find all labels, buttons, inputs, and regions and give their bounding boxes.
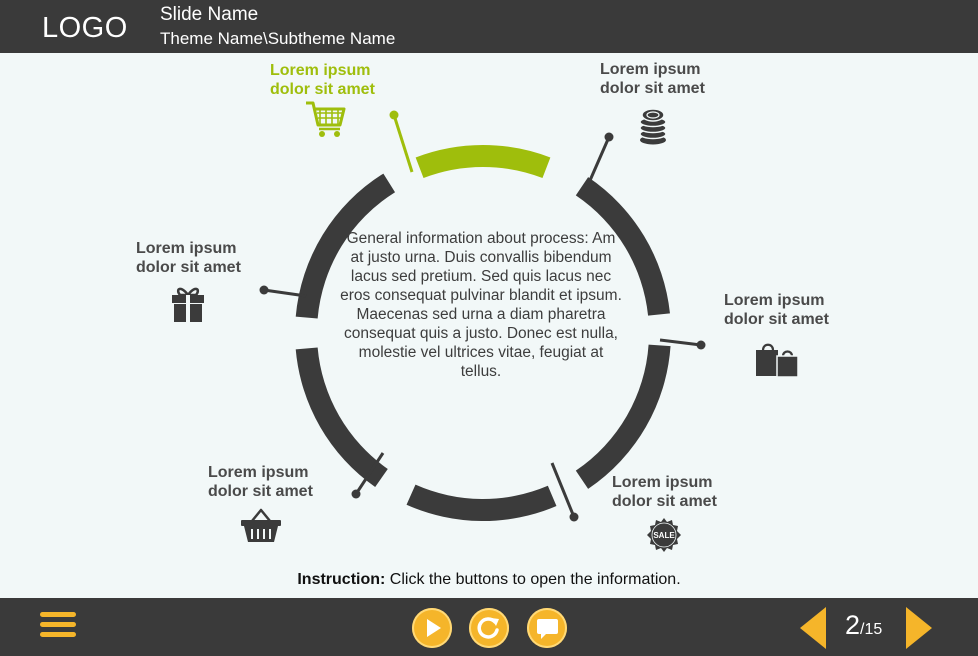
item-label-cart[interactable]: Lorem ipsum dolor sit amet <box>270 61 375 99</box>
cycle-segment-bags[interactable] <box>575 344 671 489</box>
connector-line-cart <box>392 114 414 173</box>
hamburger-menu-icon[interactable] <box>40 612 76 642</box>
logo: LOGO <box>42 12 128 44</box>
play-button[interactable] <box>412 608 452 648</box>
item-label-line2: dolor sit amet <box>270 81 375 98</box>
instruction-text: Instruction: Click the buttons to open t… <box>0 571 978 589</box>
item-label-line1: Lorem ipsum <box>612 474 713 491</box>
item-label-line2: dolor sit amet <box>136 259 241 276</box>
arrow-right-icon <box>906 607 932 649</box>
item-label-line2: dolor sit amet <box>612 493 717 510</box>
gift-icon[interactable] <box>171 285 205 328</box>
connector-dot-basket <box>351 489 361 499</box>
content-stage: General information about process: Am at… <box>0 53 978 598</box>
instruction-body: Click the buttons to open the informatio… <box>385 571 681 588</box>
page-current: 2 <box>845 610 861 640</box>
item-label-sale[interactable]: Lorem ipsum dolor sit amet <box>612 473 717 511</box>
connector-dot-sale <box>569 512 579 522</box>
replay-icon <box>477 617 499 639</box>
connector-dot-bags <box>696 340 706 350</box>
item-label-line1: Lorem ipsum <box>270 62 371 79</box>
cycle-diagram <box>259 110 706 522</box>
connector-line-gift <box>263 288 307 298</box>
next-button[interactable] <box>904 606 934 655</box>
item-label-line1: Lorem ipsum <box>136 240 237 257</box>
item-label-bags[interactable]: Lorem ipsum dolor sit amet <box>724 291 829 329</box>
connector-dot-gift <box>259 285 269 295</box>
connector-dot-cart <box>389 110 399 120</box>
comment-button[interactable] <box>527 608 567 648</box>
connector-line-sale <box>550 462 576 518</box>
breadcrumb: Theme Name\Subtheme Name <box>160 29 396 48</box>
cycle-segment-gift[interactable] <box>295 173 396 319</box>
cycle-segment-basket[interactable] <box>295 347 388 488</box>
item-label-line1: Lorem ipsum <box>724 292 825 309</box>
item-label-line1: Lorem ipsum <box>208 464 309 481</box>
cycle-segment-cart[interactable] <box>415 145 551 179</box>
coin-stack-icon[interactable] <box>637 108 669 151</box>
shopping-basket-icon[interactable] <box>240 507 282 550</box>
arrow-left-icon <box>800 607 826 649</box>
shopping-bags-icon[interactable] <box>754 342 800 383</box>
replay-button[interactable] <box>469 608 509 648</box>
connector-line-bags <box>659 338 702 347</box>
top-bar: LOGO Slide Name Theme Name\Subtheme Name <box>0 0 978 53</box>
play-icon <box>427 619 441 637</box>
previous-button[interactable] <box>798 606 828 655</box>
connector-dot-coins <box>604 132 614 142</box>
connector-line-basket <box>354 452 385 495</box>
page-counter: 2/15 <box>845 610 882 641</box>
bottom-bar: 2/15 <box>0 598 978 656</box>
item-label-line2: dolor sit amet <box>208 483 313 500</box>
page-total: /15 <box>860 621 883 638</box>
cycle-segment-sale[interactable] <box>406 484 557 521</box>
item-label-line2: dolor sit amet <box>600 80 705 97</box>
center-description: General information about process: Am at… <box>340 230 622 380</box>
speech-bubble-icon <box>537 619 558 639</box>
item-label-gift[interactable]: Lorem ipsum dolor sit amet <box>136 239 241 277</box>
item-label-line1: Lorem ipsum <box>600 61 701 78</box>
sale-badge-icon[interactable]: SALE <box>646 517 682 558</box>
item-label-basket[interactable]: Lorem ipsum dolor sit amet <box>208 463 313 501</box>
shopping-cart-icon[interactable] <box>304 99 346 144</box>
item-label-coins[interactable]: Lorem ipsum dolor sit amet <box>600 60 705 98</box>
connector-line-coins <box>586 136 611 186</box>
svg-text:SALE: SALE <box>653 531 675 540</box>
item-label-line2: dolor sit amet <box>724 311 829 328</box>
instruction-label: Instruction: <box>297 571 386 588</box>
cycle-segment-coins[interactable] <box>575 177 670 316</box>
slide-title: Slide Name <box>160 4 259 25</box>
